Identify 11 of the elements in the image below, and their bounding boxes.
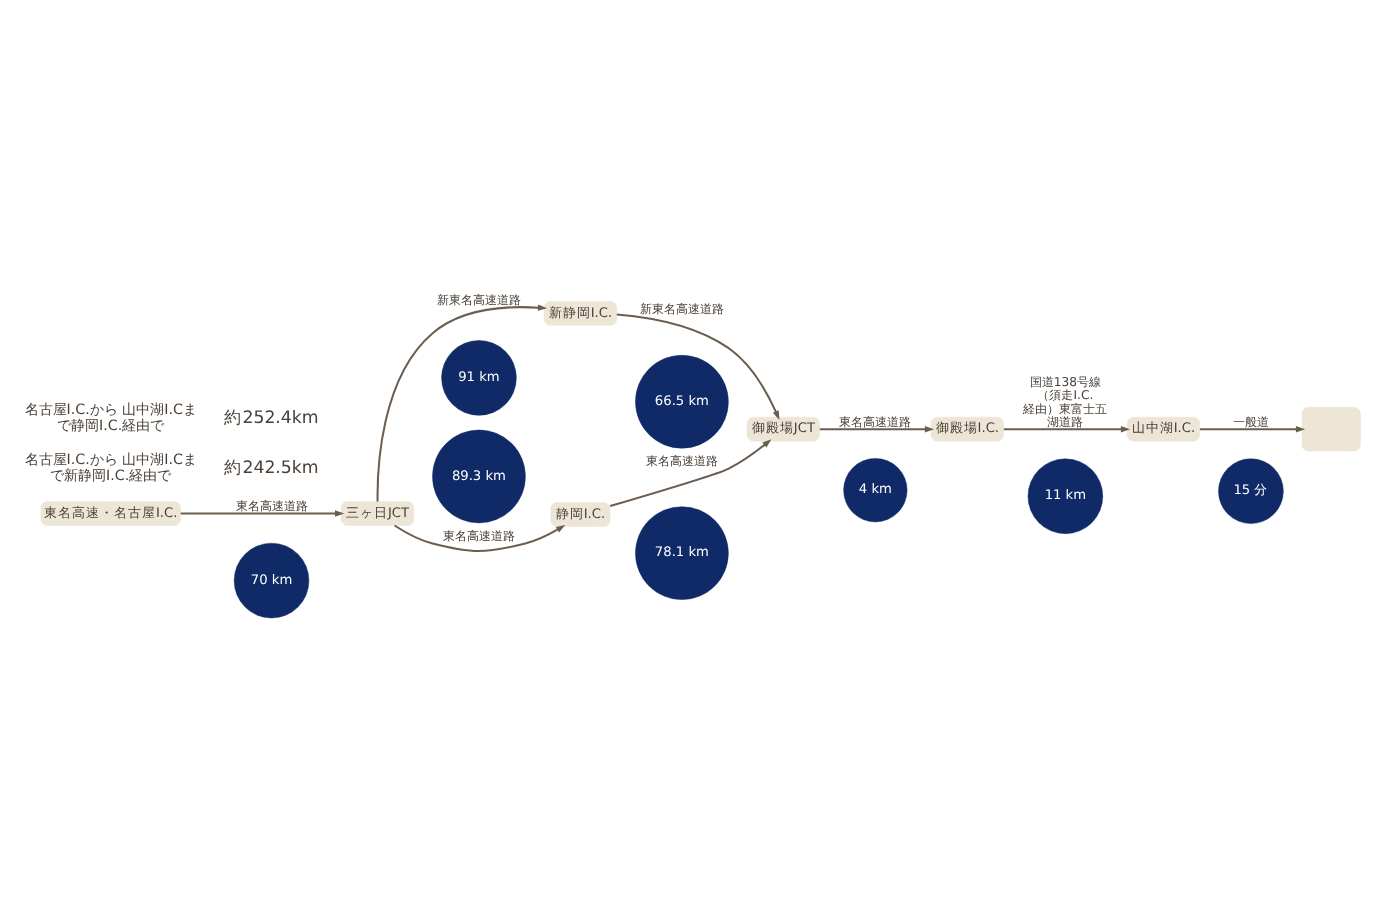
arrow <box>1003 425 1131 433</box>
arrow <box>393 524 566 553</box>
node-box <box>1301 407 1361 452</box>
arrow <box>616 313 780 420</box>
arrow <box>1199 425 1306 433</box>
arrow <box>609 439 772 507</box>
arrow <box>180 510 345 517</box>
label: 約252.4km <box>224 408 319 429</box>
arrow <box>819 425 935 433</box>
label: 約242.5km <box>224 459 319 480</box>
arrow <box>376 304 548 502</box>
